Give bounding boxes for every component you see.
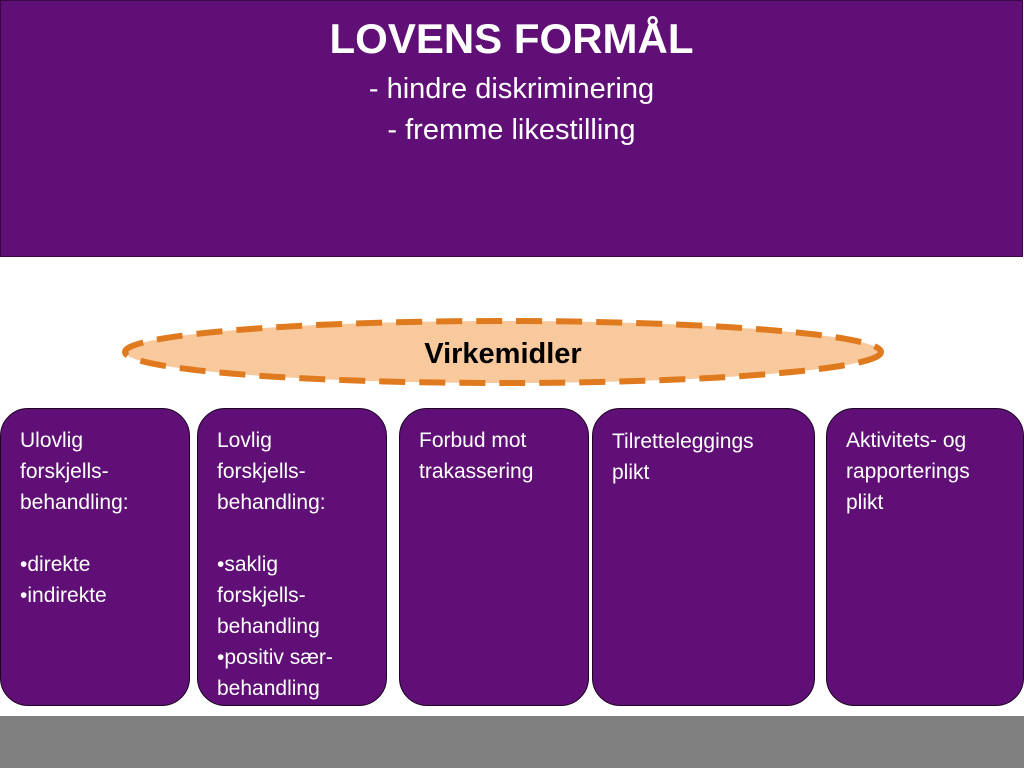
box-forbud-mot-trakassering: Forbud mot trakassering [399, 408, 589, 706]
purpose-line-1: - hindre diskriminering [368, 73, 655, 105]
oval-label: Virkemidler [424, 338, 582, 370]
box-lovlig-forskjellsbehandling: Lovlig forskjells- behandling: •saklig f… [197, 408, 387, 706]
box-ulovlig-forskjellsbehandling: Ulovlig forskjells- behandling: •direkte… [0, 408, 190, 706]
purpose-line-2: - fremme likestilling [387, 114, 636, 146]
virkemidler-oval: Virkemidler [120, 316, 886, 388]
header-banner: LOVENS FORMÅL - hindre diskriminering - … [0, 0, 1023, 257]
box-tilretteleggingsplikt: Tilretteleggings plikt [592, 408, 815, 706]
box-aktivitets-og-rapporteringsplikt: Aktivitets- og rapporterings plikt [826, 408, 1024, 706]
oval-shape [122, 318, 884, 386]
page-title: LOVENS FORMÅL [329, 15, 694, 62]
footer-bar [0, 716, 1024, 768]
